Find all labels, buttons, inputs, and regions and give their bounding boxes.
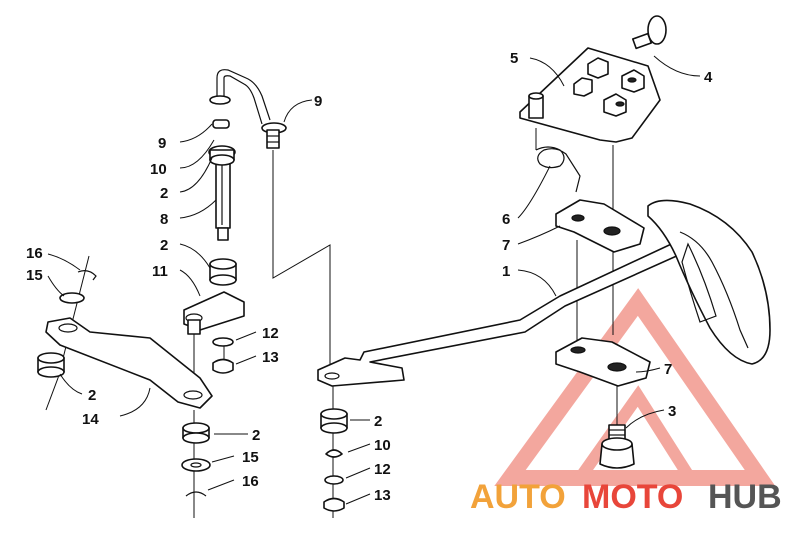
callout-2: 2	[88, 387, 96, 404]
callout-14: 14	[82, 411, 99, 428]
washer-12b	[324, 475, 344, 485]
bolt-4	[631, 15, 667, 50]
nut-13a	[212, 358, 234, 374]
callout-5: 5	[510, 50, 518, 67]
callout-2: 2	[160, 237, 168, 254]
brackets-7	[555, 199, 651, 387]
rod-end-stack	[320, 408, 348, 512]
shaft-8	[215, 159, 231, 229]
washer-9-upper	[209, 95, 231, 105]
callout-12: 12	[262, 325, 279, 342]
shift-rod-1	[317, 239, 691, 387]
callout-16: 16	[26, 245, 43, 262]
callout-16: 16	[242, 473, 259, 490]
watermark-moto: MOTO	[582, 478, 683, 516]
callout-7: 7	[502, 237, 510, 254]
clip-10-center	[325, 449, 343, 458]
callout-2: 2	[160, 185, 168, 202]
callout-15: 15	[242, 449, 259, 466]
bushing-2-left	[37, 352, 65, 364]
callout-9: 9	[314, 93, 322, 110]
washer-12a	[212, 337, 234, 347]
watermark-hub: HUB	[708, 478, 782, 516]
callout-13: 13	[262, 349, 279, 366]
callout-labels: 5 4 9 9 10 2 8 2 11 16 15 12 13 2 14 2 1…	[26, 50, 713, 504]
callout-3: 3	[668, 403, 676, 420]
washer-15b	[181, 458, 211, 472]
callout-1: 1	[502, 263, 510, 280]
bushing-2-center	[320, 408, 348, 420]
bushing-2-lower	[182, 422, 210, 434]
nut-13b	[323, 497, 345, 512]
clip-10-upper	[212, 119, 230, 129]
shift-pedal	[647, 199, 771, 365]
callout-6: 6	[502, 211, 510, 228]
arm-14	[45, 317, 213, 409]
shift-shaft-assembly	[208, 69, 287, 241]
plate-5-assembly	[519, 47, 661, 143]
watermark-auto: AUTO	[470, 478, 566, 516]
callout-10: 10	[374, 437, 391, 454]
lever-11-assembly	[183, 258, 245, 374]
callout-12: 12	[374, 461, 391, 478]
callout-15: 15	[26, 267, 43, 284]
callout-2: 2	[252, 427, 260, 444]
callout-10: 10	[150, 161, 167, 178]
arm-14-assembly	[37, 270, 213, 497]
clip-16b	[185, 491, 207, 497]
callout-2: 2	[374, 413, 382, 430]
callout-4: 4	[704, 69, 713, 86]
callout-11: 11	[152, 263, 168, 280]
bracket-7-upper	[555, 199, 645, 253]
callout-8: 8	[160, 211, 168, 228]
bolt-3	[599, 424, 635, 469]
callout-13: 13	[374, 487, 391, 504]
bracket-7-lower	[555, 337, 651, 387]
leader-lines	[47, 55, 701, 505]
washer-15a	[59, 292, 85, 304]
watermark-text: AUTO MOTO HUB	[470, 478, 782, 516]
callout-7: 7	[664, 361, 672, 378]
callout-9: 9	[158, 135, 166, 152]
spring-6	[535, 146, 581, 193]
